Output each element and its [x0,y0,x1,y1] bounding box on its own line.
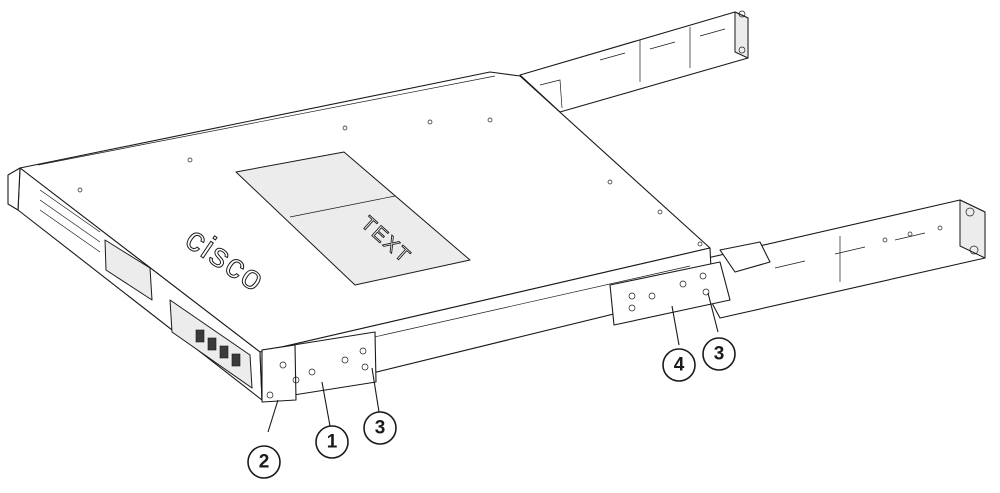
callout-2-number: 2 [259,452,270,473]
callout-3-front-number: 3 [375,418,386,439]
callout-3-rear-circle [702,337,736,371]
callout-2-circle [247,445,281,479]
callout-3-front: 3 [363,411,397,445]
callout-3-rear: 3 [702,337,736,371]
front-bracket [261,331,377,403]
front-rack-rail [689,199,986,319]
callout-4: 4 [662,348,696,382]
callout-3-front-circle [363,411,397,445]
callout-3-rear-number: 3 [714,344,725,365]
callout-4-circle [662,348,696,382]
port-array [195,329,241,367]
leader-lines [267,292,719,433]
callout-1-number: 1 [327,432,338,453]
rear-rack-rail [519,10,749,113]
callout-1-circle [315,425,349,459]
callout-1: 1 [315,425,349,459]
callout-4-number: 4 [674,355,685,376]
rear-bracket [609,261,731,326]
callout-2: 2 [247,445,281,479]
